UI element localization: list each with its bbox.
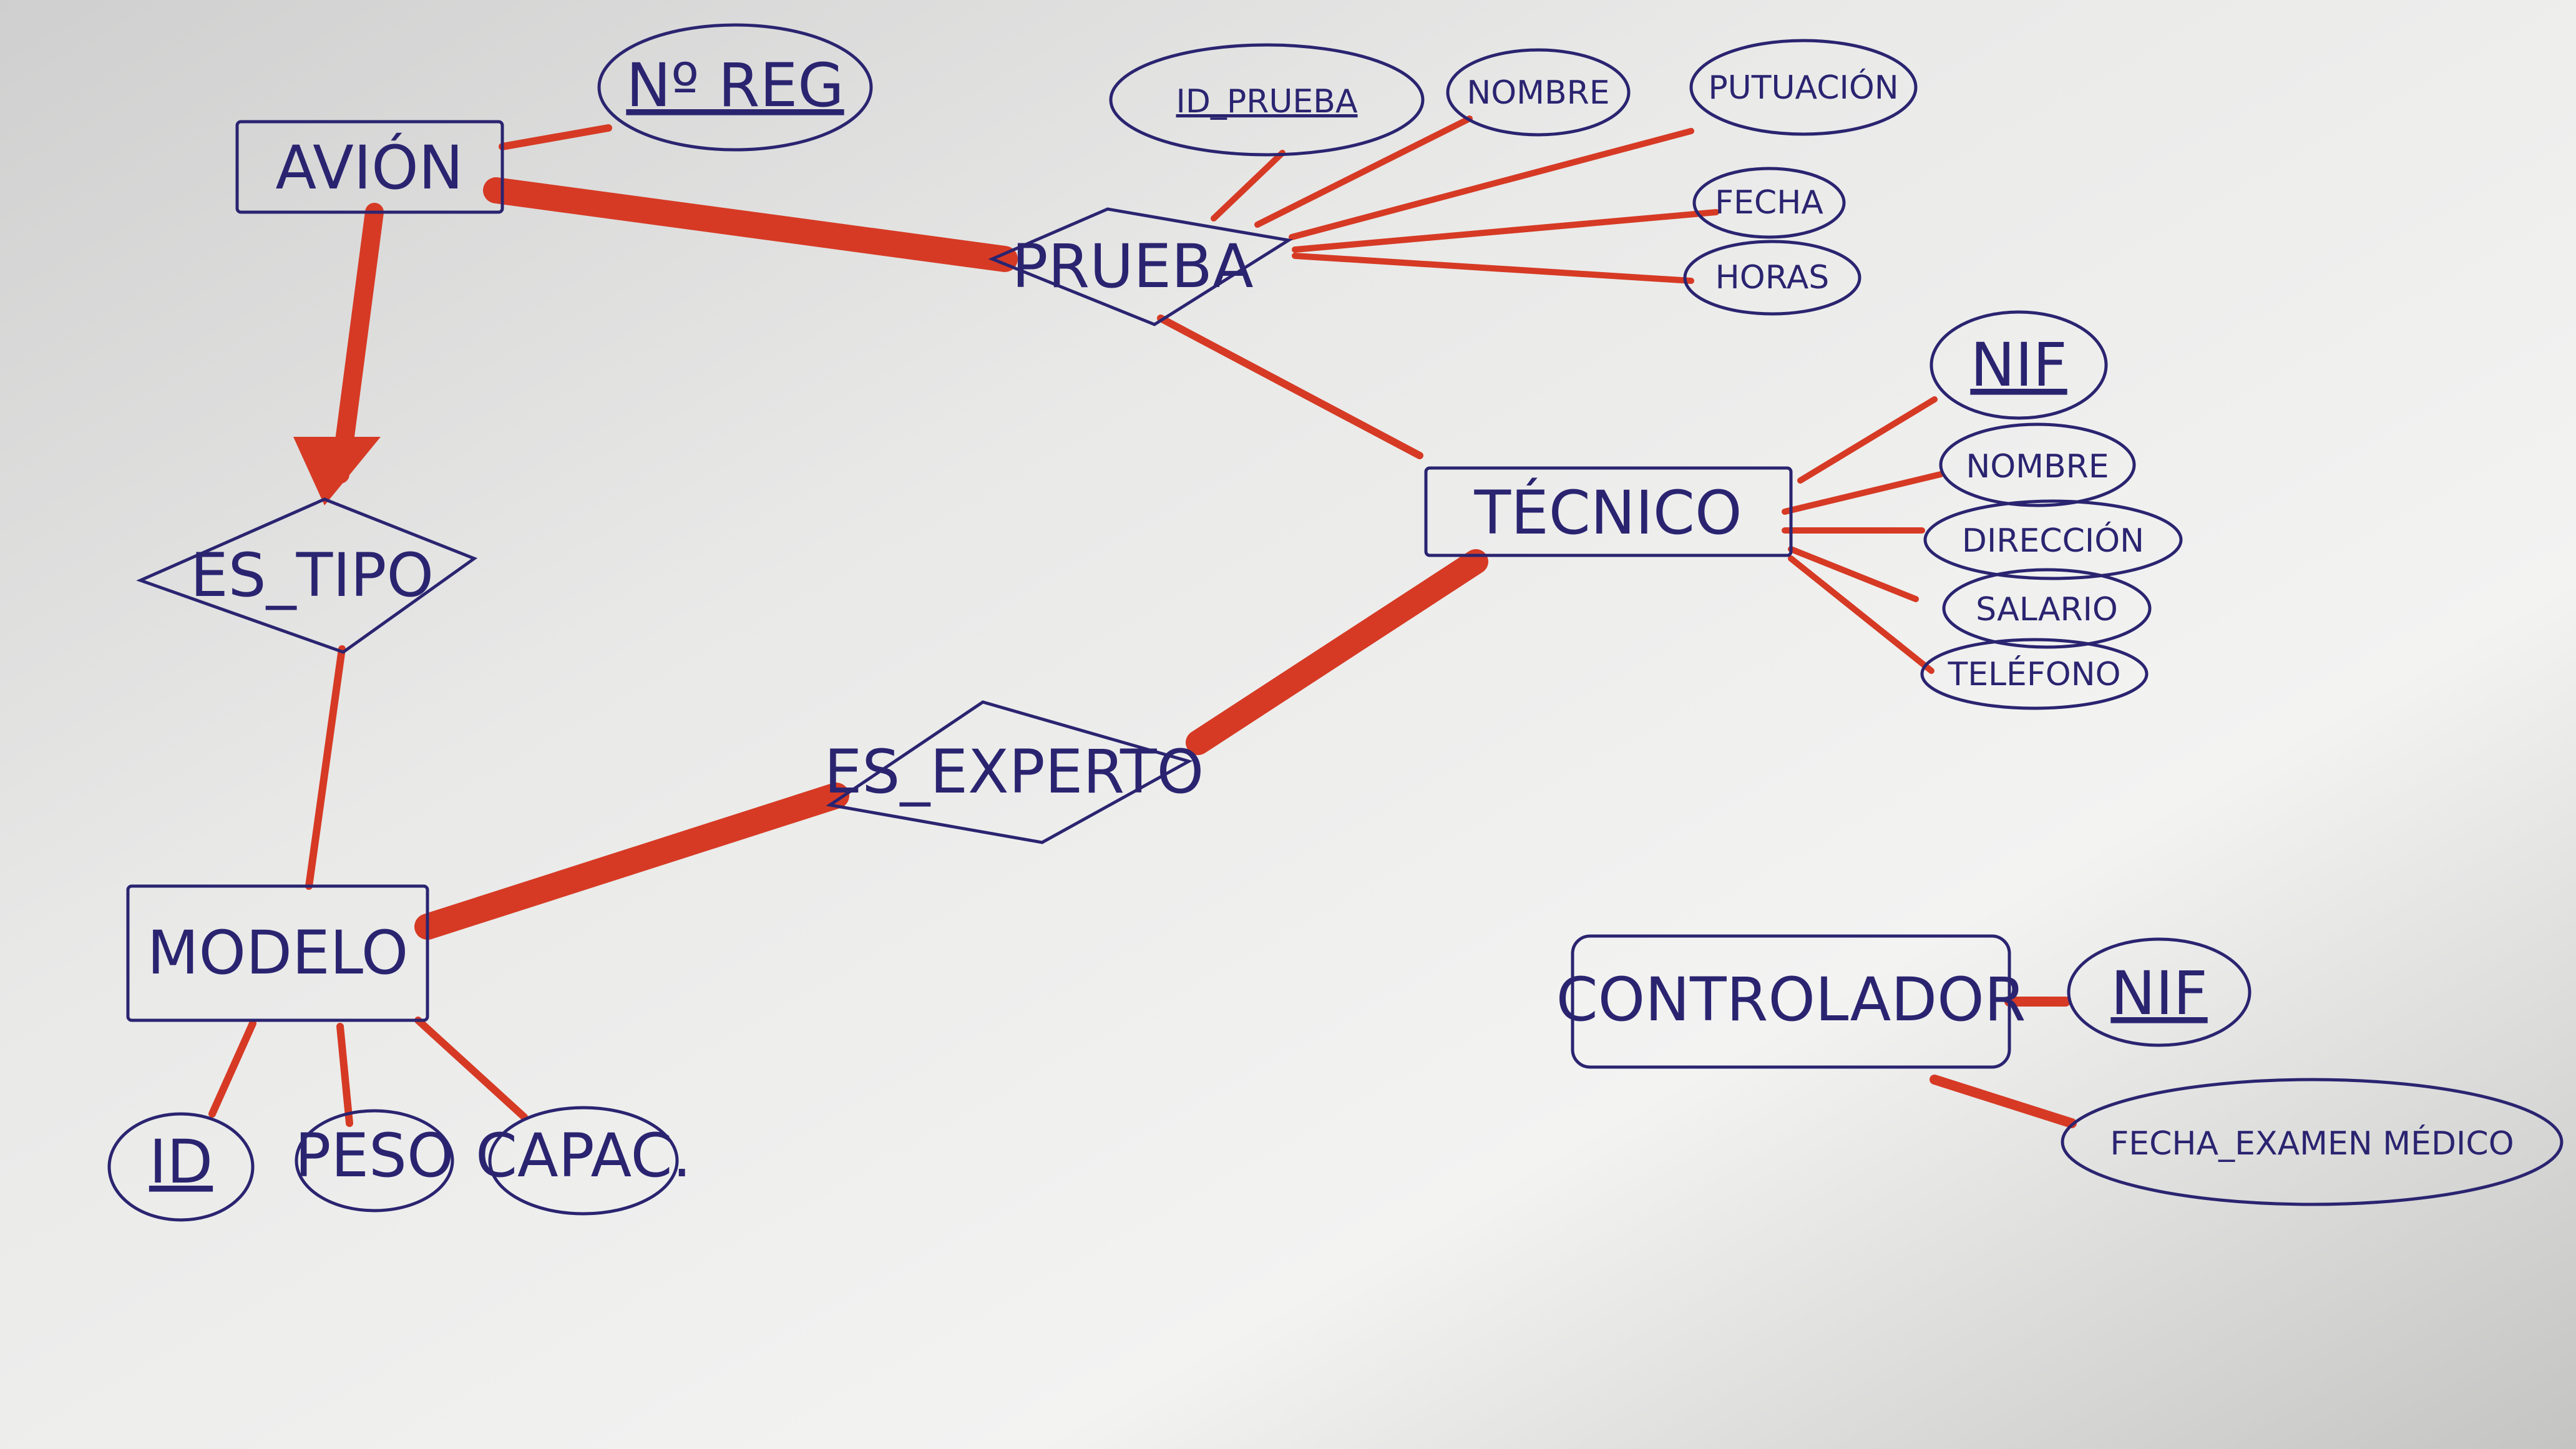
attribute-tecnico-salario: SALARIO bbox=[1942, 568, 2152, 649]
entity-modelo-label: MODELO bbox=[147, 918, 409, 988]
attribute-tecnico-direccion: DIRECCIÓN bbox=[1923, 499, 2183, 580]
attribute-prueba-nombre: NOMBRE bbox=[1446, 48, 1631, 137]
line-prueba-tecnico bbox=[1157, 315, 1423, 459]
line-tecnico-es-experto bbox=[1186, 549, 1488, 755]
attribute-controlador-fecha: FECHA_EXAMEN MÉDICO bbox=[2061, 1078, 2564, 1206]
line-prueba-horas bbox=[1292, 253, 1694, 284]
entity-modelo: MODELO bbox=[126, 884, 429, 1022]
attribute-tecnico-nombre-label: NOMBRE bbox=[1966, 448, 2109, 485]
attribute-modelo-capac: CAPAC. bbox=[476, 1106, 691, 1216]
arrowhead-es-tipo bbox=[293, 437, 381, 505]
attribute-tecnico-telefono: TELÉFONO bbox=[1920, 638, 2149, 710]
line-tecnico-nif bbox=[1797, 396, 1938, 484]
relationship-es-experto: ES_EXPERTO bbox=[824, 700, 1204, 844]
line-avion-nreg bbox=[499, 124, 612, 150]
attribute-tecnico-nif-label: NIF bbox=[1970, 330, 2067, 400]
line-prueba-nombre bbox=[1254, 115, 1473, 228]
line-es-experto-modelo bbox=[414, 783, 849, 940]
attribute-prueba-nombre-label: NOMBRE bbox=[1466, 74, 1609, 112]
attribute-prueba-fecha-label: FECHA bbox=[1715, 184, 1823, 222]
entity-avion: AVIÓN bbox=[235, 120, 504, 214]
attribute-tecnico-telefono-label: TELÉFONO bbox=[1947, 655, 2120, 693]
entity-controlador: CONTROLADOR bbox=[1556, 934, 2026, 1069]
entity-controlador-label: CONTROLADOR bbox=[1556, 965, 2026, 1035]
attribute-avion-nreg-label: Nº REG bbox=[626, 51, 844, 120]
attribute-prueba-horas-label: HORAS bbox=[1715, 259, 1830, 296]
line-modelo-id bbox=[208, 1020, 256, 1118]
attribute-prueba-id-label: ID_PRUEBA bbox=[1176, 83, 1357, 120]
line-tecnico-salario bbox=[1788, 546, 1919, 602]
attribute-modelo-id-label: ID bbox=[149, 1127, 213, 1197]
relationship-es-tipo-label: ES_TIPO bbox=[190, 540, 434, 610]
line-tecnico-telefono bbox=[1788, 555, 1934, 674]
relationship-prueba-label: PRUEBA bbox=[1012, 232, 1253, 301]
entity-tecnico: TÉCNICO bbox=[1424, 466, 1793, 557]
relationship-es-tipo: ES_TIPO bbox=[136, 497, 478, 654]
attribute-modelo-peso-label: PESO bbox=[295, 1121, 454, 1191]
entity-tecnico-label: TÉCNICO bbox=[1473, 477, 1742, 548]
attribute-prueba-puntuacion-label: PUTUACIÓN bbox=[1708, 68, 1898, 107]
attribute-prueba-fecha: FECHA bbox=[1692, 167, 1846, 239]
connector-lines bbox=[208, 115, 2077, 1128]
attribute-tecnico-nombre: NOMBRE bbox=[1939, 422, 2136, 507]
attribute-controlador-nif: NIF bbox=[2067, 937, 2252, 1047]
attribute-controlador-nif-label: NIF bbox=[2110, 959, 2207, 1028]
attribute-controlador-fecha-label: FECHA_EXAMEN MÉDICO bbox=[2110, 1125, 2514, 1163]
attribute-prueba-horas: HORAS bbox=[1683, 240, 1861, 316]
line-modelo-peso bbox=[336, 1023, 353, 1127]
line-es-tipo-modelo bbox=[305, 645, 346, 890]
line-modelo-capac bbox=[414, 1017, 528, 1121]
attribute-modelo-id: ID bbox=[107, 1112, 255, 1222]
attribute-tecnico-direccion-label: DIRECCIÓN bbox=[1962, 521, 2144, 560]
line-prueba-fecha bbox=[1292, 209, 1719, 253]
attribute-modelo-peso: PESO bbox=[295, 1109, 454, 1212]
line-controlador-fecha bbox=[1930, 1075, 2077, 1128]
line-avion-es-tipo bbox=[331, 203, 384, 484]
line-tecnico-nombre bbox=[1782, 471, 1944, 515]
attribute-tecnico-nif: NIF bbox=[1930, 310, 2108, 420]
line-prueba-id bbox=[1211, 150, 1286, 222]
attribute-tecnico-salario-label: SALARIO bbox=[1976, 591, 2118, 628]
attribute-modelo-capac-label: CAPAC. bbox=[476, 1121, 691, 1191]
line-avion-prueba bbox=[483, 177, 1018, 272]
line-prueba-puntuacion bbox=[1289, 128, 1694, 240]
attribute-prueba-id: ID_PRUEBA bbox=[1109, 43, 1425, 157]
relationship-es-experto-label: ES_EXPERTO bbox=[824, 737, 1204, 807]
entity-avion-label: AVIÓN bbox=[276, 132, 464, 203]
attribute-prueba-puntuacion: PUTUACIÓN bbox=[1689, 39, 1918, 136]
relationship-prueba: PRUEBA bbox=[988, 207, 1293, 326]
attribute-avion-nreg: Nº REG bbox=[597, 23, 873, 152]
